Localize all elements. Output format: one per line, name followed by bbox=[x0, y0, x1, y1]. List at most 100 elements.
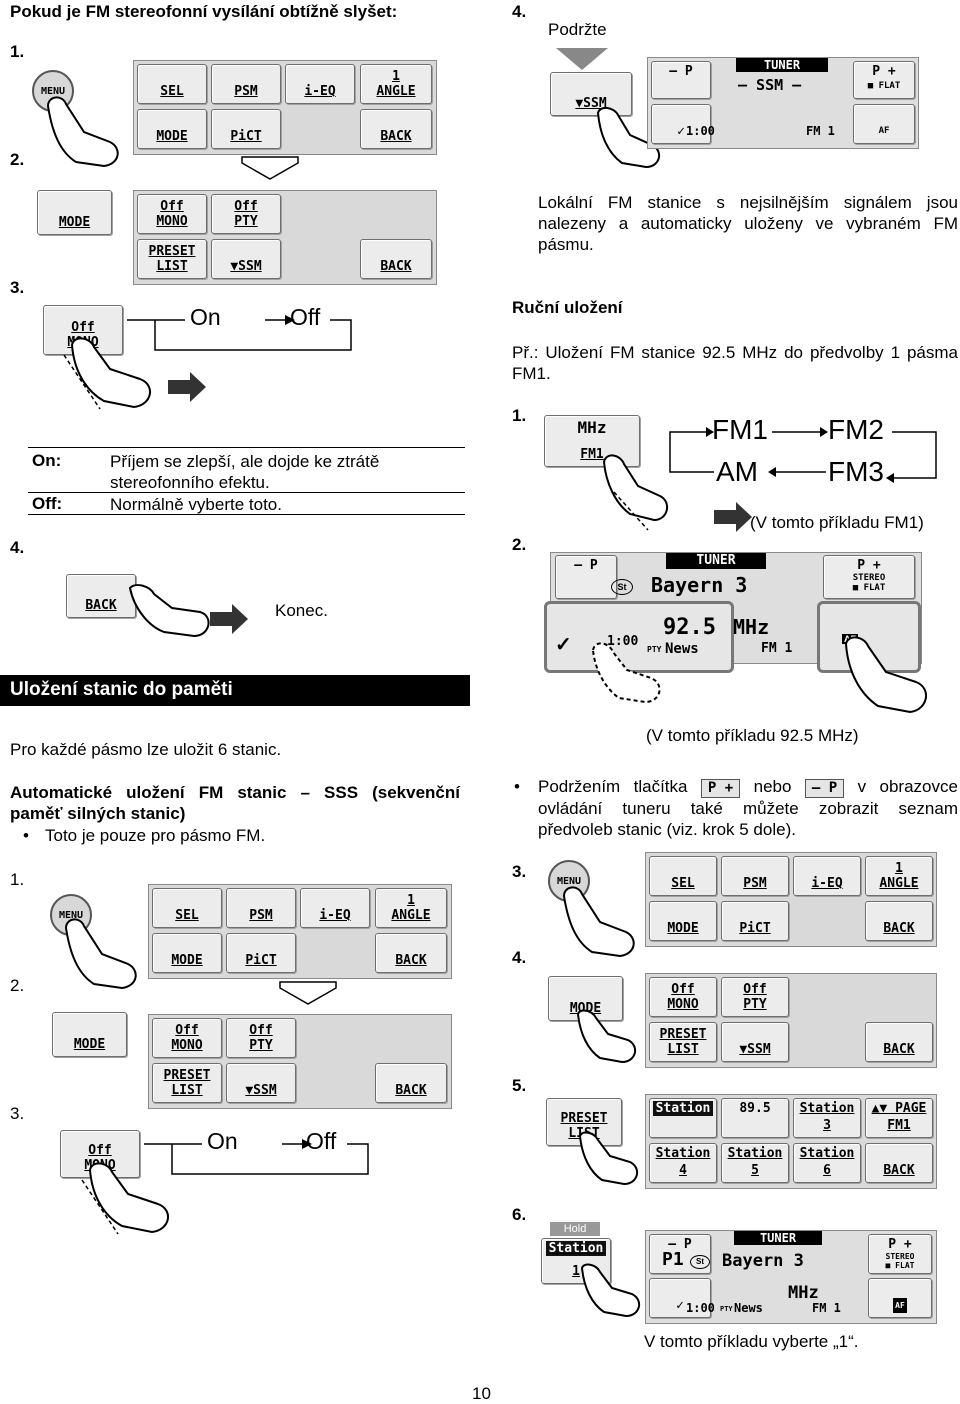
preset-list-hint: • Podržením tlačítka P + nebo – P v obra… bbox=[514, 777, 958, 839]
mode-button[interactable]: MODE bbox=[548, 976, 623, 1021]
preset-down-button[interactable]: – P bbox=[651, 61, 711, 99]
manual-title: Ruční uložení bbox=[512, 298, 623, 317]
on-option-text-2: stereofonního efektu. bbox=[110, 473, 270, 492]
preset-up-button[interactable]: P +■ FLAT bbox=[853, 61, 915, 99]
auto-store-title: Automatické uložení FM stanic – SSS (sek… bbox=[10, 783, 460, 823]
psm-button[interactable]: PSM bbox=[211, 64, 281, 104]
seek-down-button[interactable]: ✓ bbox=[649, 1278, 711, 1318]
pict-button[interactable]: PiCT bbox=[226, 933, 296, 973]
right-arrow-icon bbox=[714, 502, 752, 532]
back-button[interactable]: BACK bbox=[865, 1143, 933, 1183]
pict-button[interactable]: PiCT bbox=[211, 109, 281, 149]
seek-up-button[interactable]: AF bbox=[853, 104, 915, 144]
seek-down-button[interactable]: ✓ 1:00 bbox=[544, 601, 734, 673]
sel-button[interactable]: SEL bbox=[137, 64, 207, 104]
mode-button[interactable]: MODE bbox=[649, 901, 717, 941]
ssm-status: – SSM – bbox=[738, 76, 802, 94]
pressing-finger-icon bbox=[844, 636, 927, 714]
back-button[interactable]: BACK bbox=[360, 239, 432, 279]
pict-button[interactable]: PiCT bbox=[721, 901, 789, 941]
preset-1-button[interactable]: Station 1 bbox=[541, 1238, 611, 1284]
seek-down-button[interactable]: ✓ bbox=[651, 104, 711, 144]
sel-button[interactable]: SEL bbox=[152, 888, 222, 928]
tuner-title: TUNER bbox=[736, 58, 828, 72]
pty-label: PTY bbox=[647, 645, 662, 654]
preset-up-button[interactable]: P + STEREO ■ FLAT bbox=[868, 1234, 932, 1274]
off-option-label: Off: bbox=[32, 494, 63, 513]
sel-button[interactable]: SEL bbox=[649, 856, 717, 896]
pressing-finger-icon bbox=[63, 337, 151, 410]
off-label: Off bbox=[306, 1128, 337, 1154]
mode-button[interactable]: MODE bbox=[137, 109, 207, 149]
back-button[interactable]: BACK bbox=[360, 109, 432, 149]
psm-button[interactable]: PSM bbox=[226, 888, 296, 928]
preset-up-button[interactable]: P + STEREO ■ FLAT bbox=[823, 555, 915, 599]
step-number: 6. bbox=[512, 1205, 527, 1224]
table-top-rule bbox=[28, 447, 465, 448]
mode-button[interactable]: MODE bbox=[52, 1012, 127, 1057]
step-number: 4. bbox=[512, 948, 527, 967]
right-arrow-icon bbox=[168, 372, 206, 402]
mode-button[interactable]: MODE bbox=[37, 190, 112, 235]
back-button[interactable]: BACK bbox=[865, 901, 933, 941]
frequency: 92.5 bbox=[663, 615, 716, 640]
clock: 1:00 bbox=[686, 1301, 715, 1315]
ieq-button[interactable]: i-EQ bbox=[300, 888, 370, 928]
preset-1-button[interactable]: Station bbox=[649, 1098, 717, 1138]
back-button[interactable]: BACK bbox=[375, 1063, 447, 1103]
frequency-unit: MHz bbox=[733, 615, 770, 639]
off-option-text: Normálně vyberte toto. bbox=[110, 495, 282, 514]
back-button[interactable]: BACK bbox=[66, 574, 136, 618]
hold-badge: Hold bbox=[550, 1222, 600, 1236]
intro-text: Pro každé pásmo lze uložit 6 stanic. bbox=[10, 740, 282, 759]
step-number: 2. bbox=[512, 535, 527, 554]
pressing-finger-icon bbox=[562, 886, 635, 958]
pressing-finger-icon bbox=[602, 454, 669, 531]
preset-2-button[interactable]: 89.5 bbox=[721, 1098, 789, 1138]
station-name: Bayern 3 bbox=[651, 573, 748, 597]
back-button[interactable]: BACK bbox=[865, 1022, 933, 1062]
on-label: On bbox=[207, 1128, 238, 1154]
pressing-finger-icon bbox=[578, 1131, 639, 1186]
on-option-text: Příjem se zlepší, ale dojde ke ztrátě bbox=[110, 452, 380, 471]
ssm-button[interactable]: ▼SSM bbox=[211, 239, 281, 279]
clock: 1:00 bbox=[686, 124, 715, 138]
down-arrow-icon bbox=[556, 48, 608, 70]
back-button[interactable]: BACK bbox=[375, 933, 447, 973]
preset-number: P1 bbox=[662, 1249, 684, 1270]
ssm-button[interactable]: ▼SSM bbox=[721, 1022, 789, 1062]
mhz-button[interactable]: MHz FM1 bbox=[544, 415, 640, 467]
seek-up-button[interactable]: AF bbox=[868, 1278, 932, 1318]
step-number: 4. bbox=[512, 2, 527, 21]
ssm-button[interactable]: ▼SSM bbox=[226, 1063, 296, 1103]
preset-down-button[interactable]: – P bbox=[555, 555, 617, 599]
example-frequency: (V tomto příkladu 92.5 MHz) bbox=[646, 726, 859, 745]
pressing-finger-icon bbox=[46, 96, 119, 168]
ssm-button[interactable]: ▼SSM bbox=[550, 72, 632, 116]
pressing-finger-icon bbox=[64, 918, 137, 990]
ieq-button[interactable]: i-EQ bbox=[793, 856, 861, 896]
psm-button[interactable]: PSM bbox=[721, 856, 789, 896]
left-heading: Pokud je FM stereofonní vysílání obtížně… bbox=[10, 2, 398, 21]
mode-button[interactable]: MODE bbox=[152, 933, 222, 973]
pressing-finger-icon bbox=[128, 584, 210, 638]
ieq-button[interactable]: i-EQ bbox=[285, 64, 355, 104]
